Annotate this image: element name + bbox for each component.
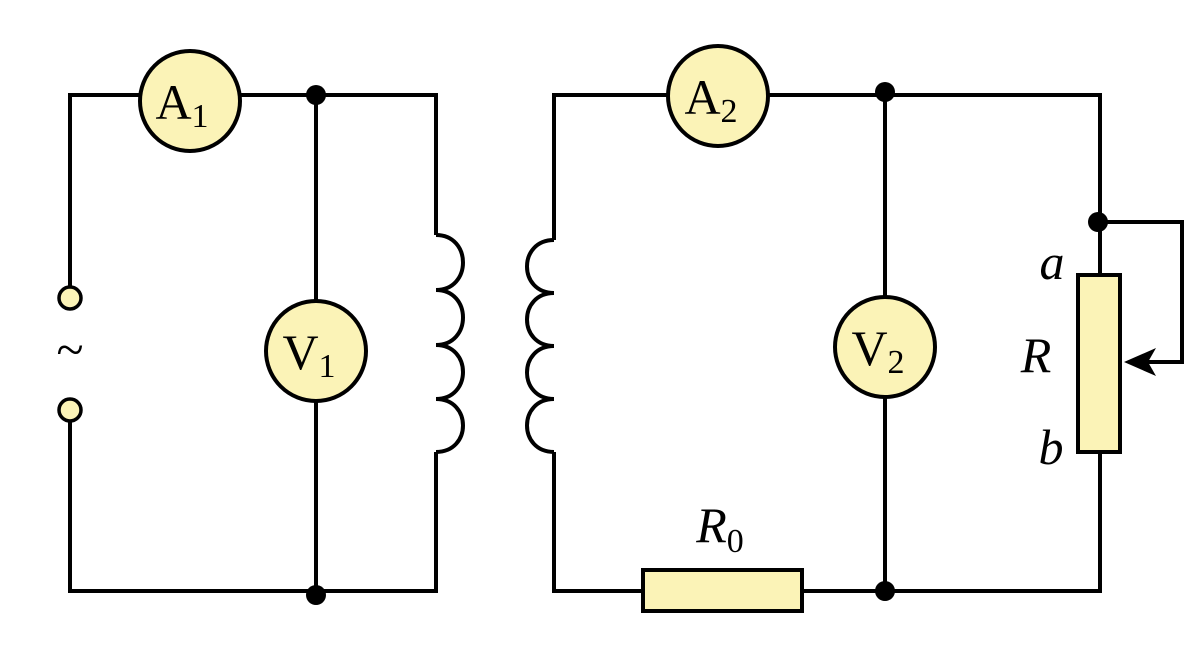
- secondary-wire-left: [552, 93, 668, 240]
- ammeter-a2: A2: [666, 44, 770, 148]
- voltmeter-v1-letter: V: [282, 324, 318, 380]
- primary-junction-top: [306, 85, 326, 105]
- ac-source-symbol: ~: [56, 321, 83, 377]
- ac-source-terminal-bottom: [57, 397, 83, 423]
- fixed-resistor-r0: R0: [641, 497, 804, 613]
- secondary-wire-bottom-right: [802, 452, 1102, 593]
- ac-source-terminal-top: [57, 285, 83, 311]
- primary-junction-bottom: [306, 585, 326, 605]
- primary-wire-left-top: [68, 93, 140, 298]
- rheostat-slider-arrow: [1124, 348, 1156, 376]
- secondary-junction-bottom: [875, 581, 895, 601]
- rheostat-slider-wire: [1100, 220, 1184, 364]
- rheostat-r-label: R: [1020, 327, 1052, 383]
- primary-circuit: ~ A1 V1: [56, 49, 465, 605]
- secondary-circuit: A2 V2 R0 a R b: [525, 44, 1184, 613]
- secondary-junction-top: [875, 82, 895, 102]
- voltmeter-v2-subscript: 2: [888, 344, 905, 381]
- rheostat-r: a R b: [1020, 234, 1122, 475]
- voltmeter-v1-subscript: 1: [319, 348, 336, 385]
- svg-text:V1: V1: [282, 324, 335, 385]
- rheostat-end-b-label: b: [1039, 419, 1064, 475]
- ammeter-a1-subscript: 1: [192, 98, 209, 135]
- rheostat-junction: [1088, 212, 1108, 232]
- svg-text:A1: A1: [155, 74, 208, 135]
- fixed-resistor-r0-subscript: 0: [727, 523, 744, 560]
- voltmeter-v2: V2: [833, 295, 937, 399]
- voltmeter-v1: V1: [264, 299, 368, 403]
- primary-wire-bottom: [68, 410, 438, 593]
- primary-wire-top: [240, 93, 438, 235]
- secondary-coil: [525, 238, 555, 454]
- svg-text:R0: R0: [695, 497, 744, 560]
- primary-coil: [435, 233, 465, 454]
- ammeter-a1: A1: [138, 49, 242, 153]
- voltmeter-v2-letter: V: [851, 320, 887, 376]
- ammeter-a2-subscript: 2: [721, 93, 738, 130]
- svg-text:V2: V2: [851, 320, 904, 381]
- svg-text:A2: A2: [684, 69, 737, 130]
- fixed-resistor-r0-letter: R: [695, 497, 727, 553]
- ammeter-a2-letter: A: [684, 69, 720, 125]
- rheostat-end-a-label: a: [1040, 234, 1065, 290]
- ammeter-a1-letter: A: [155, 74, 191, 130]
- secondary-wire-bottom-left: [552, 452, 643, 593]
